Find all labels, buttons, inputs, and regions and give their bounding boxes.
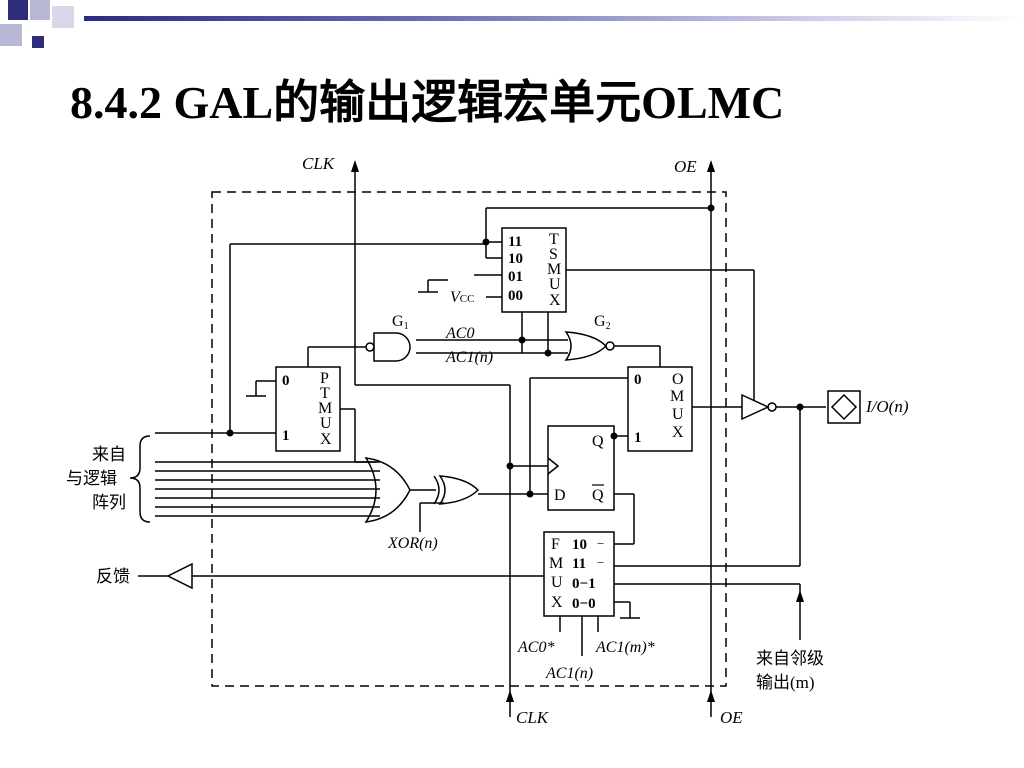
svg-text:U: U [320,415,332,432]
fmux-letters: F M U X [549,536,563,611]
svg-text:T: T [549,231,559,248]
feedback-buffer [166,562,193,590]
svg-text:T: T [320,385,330,402]
oe-bottom-label: OE [720,708,743,727]
svg-text:M: M [670,388,684,405]
svg-text:M: M [549,555,563,572]
svg-text:S: S [549,246,558,263]
fmux-input-0-0: 0−0 [572,596,596,612]
svg-text:来自: 来自 [92,445,126,464]
fmux-block [543,531,615,617]
dff-d-label: D [554,487,566,504]
svg-text:M: M [547,261,561,278]
olmc-boundary [211,191,727,687]
io-pin [827,390,861,424]
vcc-label: VCC [450,289,474,306]
ptmux-letters: P T M U X [318,370,332,448]
dff-block [547,425,615,511]
svg-text:U: U [551,574,563,591]
svg-text:阵列: 阵列 [92,493,126,512]
svg-text:U: U [549,276,561,293]
ac1n-label: AC1(n) [445,349,493,366]
neighbor-output-label: 来自邻级 输出(m) [756,649,824,692]
oe-top-label: OE [674,157,697,176]
svg-text:X: X [320,431,332,448]
ac0-star-label: AC0* [517,639,554,656]
title-rule [84,16,1024,21]
svg-text:输出(m): 输出(m) [756,673,815,692]
ac1n-bottom-label: AC1(n) [545,665,593,682]
svg-text:10: 10 [572,537,587,553]
svg-text:X: X [549,292,561,309]
clk-bottom-label: CLK [516,708,550,727]
omux-letters: O M U X [670,371,684,441]
svg-text:00: 00 [508,288,523,304]
svg-text:与逻辑: 与逻辑 [66,469,117,488]
gate-g1-label: G1 [392,313,409,332]
svg-text:P: P [320,370,329,387]
ptmux-inputs: 0 1 [282,373,290,444]
svg-text:1: 1 [634,430,642,446]
svg-text:−: − [597,555,604,570]
svg-text:−: − [597,536,604,551]
svg-text:1: 1 [282,428,290,444]
slide-title: 8.4.2 GAL的输出逻辑宏单元OLMC [70,77,785,128]
clk-top-label: CLK [302,154,336,173]
svg-text:0: 0 [282,373,290,389]
svg-text:O: O [672,371,684,388]
svg-text:11: 11 [508,234,522,250]
gate-g2-or [564,331,608,361]
fmux-inputs: 10 11 0−1 0−0 [572,537,596,612]
output-tristate-buffer [741,393,770,421]
gate-g1-nand [373,332,411,362]
ac1m-star-label: AC1(m)* [595,639,655,656]
omux-block [627,366,693,452]
omux-inputs: 0 1 [634,372,642,446]
xor-label: XOR(n) [387,535,438,552]
tsmux-letters: T S M U X [547,231,561,309]
corner-squares-decoration [0,0,74,48]
svg-text:X: X [551,594,563,611]
svg-text:M: M [318,400,332,417]
array-source-label: 来自 与逻辑 阵列 [66,445,126,512]
ac0-label: AC0 [445,325,474,342]
dff-qbar-label: Q [592,487,604,504]
feedback-label: 反馈 [96,567,130,586]
svg-text:0: 0 [634,372,642,388]
svg-text:10: 10 [508,251,523,267]
gate-g2-label: G2 [594,313,611,332]
input-brace [129,435,151,523]
svg-text:01: 01 [508,269,523,285]
tsmux-inputs: 11 10 01 00 [508,234,523,304]
svg-text:X: X [672,424,684,441]
fmux-input-dashes: − − [597,536,604,570]
xor-gate [438,475,480,505]
fmux-input-0-1: 0−1 [572,576,596,592]
svg-text:来自邻级: 来自邻级 [756,649,824,668]
svg-text:F: F [551,536,560,553]
svg-text:U: U [672,406,684,423]
dff-q-label: Q [592,433,604,450]
product-term-or-gate [364,457,411,523]
io-label: I/O(n) [865,397,909,416]
svg-text:11: 11 [572,556,586,572]
